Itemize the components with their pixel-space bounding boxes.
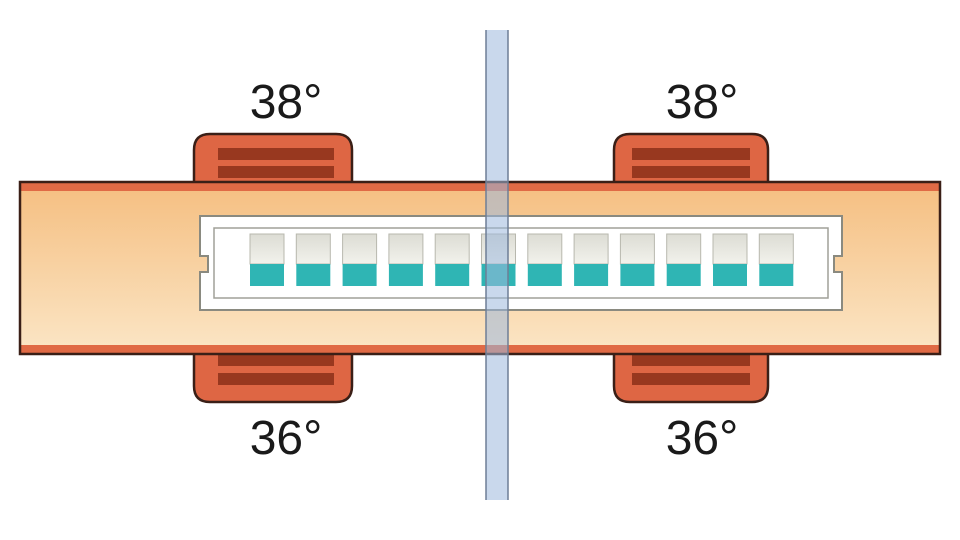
well (388, 233, 424, 286)
heater-top-right (612, 132, 770, 186)
well-liquid (388, 264, 423, 286)
well-liquid (435, 264, 470, 286)
heater-stripe (218, 354, 334, 366)
well-liquid (296, 264, 331, 286)
heater-top-left (192, 132, 354, 186)
well-liquid (250, 264, 284, 286)
well (342, 233, 378, 286)
well-empty (712, 233, 748, 265)
well (619, 233, 655, 286)
well-empty (666, 233, 702, 265)
heater-stripe (218, 373, 334, 385)
well-empty (388, 233, 424, 265)
channel-wall-bottom (20, 345, 940, 354)
temp-label-top-left: 38° (250, 76, 323, 129)
well-empty (527, 233, 563, 265)
well (573, 233, 609, 286)
heater-stripe (218, 148, 334, 160)
beam-fill (486, 30, 508, 500)
well (249, 233, 285, 286)
heater-stripe (632, 166, 750, 178)
heater-bottom-right (612, 350, 770, 404)
well (527, 233, 563, 286)
heater-stripe (632, 373, 750, 385)
channel-wall-top (20, 182, 940, 191)
well-liquid (527, 264, 562, 286)
well-empty (758, 233, 794, 265)
well (712, 233, 748, 286)
well (434, 233, 470, 286)
chip (199, 215, 843, 311)
well-liquid (620, 264, 655, 286)
well (758, 233, 794, 286)
well-liquid (574, 264, 609, 286)
well-empty (573, 233, 609, 265)
heater-stripe (632, 354, 750, 366)
well-empty (295, 233, 331, 265)
well-empty (619, 233, 655, 265)
heater-stripe (632, 148, 750, 160)
chip-inner-edge (213, 227, 829, 299)
light-beam (485, 30, 509, 500)
temp-label-top-right: 38° (666, 76, 739, 129)
well-empty (434, 233, 470, 265)
well-liquid (666, 264, 701, 286)
well-empty (342, 233, 378, 265)
temp-label-bottom-right: 36° (666, 412, 739, 465)
heater-stripe (218, 166, 334, 178)
temp-label-bottom-left: 36° (250, 412, 323, 465)
heater-bottom-left (192, 350, 354, 404)
well (666, 233, 702, 286)
well-liquid (713, 264, 747, 286)
well-liquid (342, 264, 377, 286)
well-liquid (759, 264, 794, 286)
well-empty (249, 233, 285, 265)
channel-outline (18, 180, 942, 356)
well (295, 233, 331, 286)
